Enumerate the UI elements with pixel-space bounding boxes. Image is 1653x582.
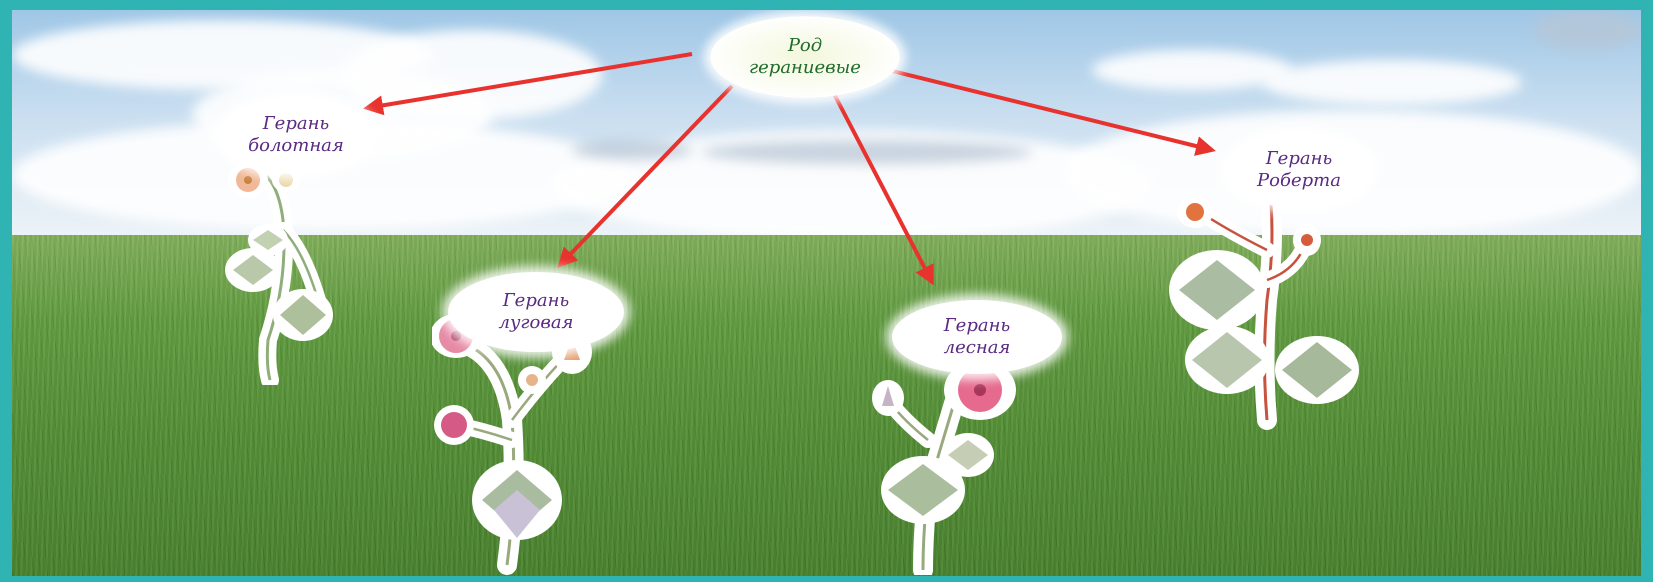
arrow-to-meadow-geranium	[560, 86, 732, 265]
node-meadow-geranium: Герань луговая	[448, 272, 624, 352]
root-node: Род гераниевые	[710, 16, 900, 98]
node-forest-geranium-line1: Герань	[944, 315, 1010, 337]
arrow-to-forest-geranium	[832, 90, 932, 282]
node-robert-geranium-line1: Герань	[1266, 148, 1332, 170]
node-marsh-geranium-line2: болотная	[248, 135, 344, 157]
node-forest-geranium: Герань лесная	[892, 300, 1062, 374]
root-node-subtitle: гераниевые	[749, 57, 861, 79]
arrow-to-marsh-geranium	[367, 54, 692, 108]
node-meadow-geranium-line2: луговая	[499, 312, 574, 334]
arrow-to-robert-geranium	[880, 68, 1212, 150]
node-meadow-geranium-line1: Герань	[503, 290, 569, 312]
node-robert-geranium: Герань Роберта	[1224, 132, 1374, 208]
diagram-frame: Род гераниевые Герань болотная Герань лу…	[12, 10, 1641, 576]
node-marsh-geranium: Герань болотная	[220, 96, 372, 174]
forest-geranium-illustration	[868, 360, 1038, 575]
marsh-geranium-illustration	[208, 140, 338, 385]
node-forest-geranium-line2: лесная	[944, 337, 1011, 359]
node-robert-geranium-line2: Роберта	[1257, 170, 1341, 192]
root-node-title: Род	[788, 35, 822, 57]
node-marsh-geranium-line1: Герань	[263, 113, 329, 135]
